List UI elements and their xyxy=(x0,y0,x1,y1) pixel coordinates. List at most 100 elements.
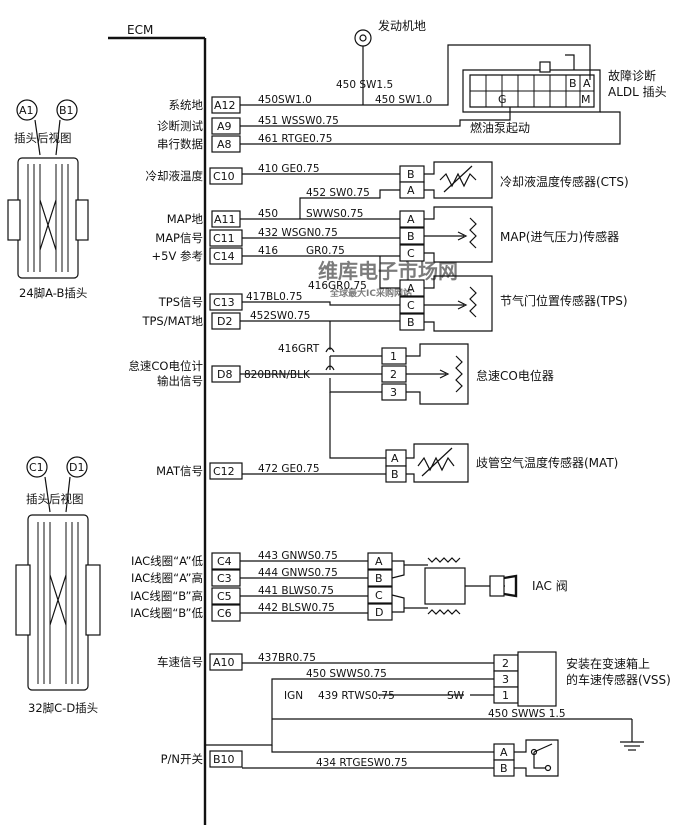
cts-name: 冷却液温度传感器(CTS) xyxy=(500,174,629,189)
wire-432: 432 WSGN0.75 xyxy=(258,227,338,239)
pin-b10: B10 xyxy=(213,753,235,766)
wire-416: 416 xyxy=(258,245,278,257)
engine-ground-label: 发动机地 xyxy=(378,18,426,33)
vss-pin-1: 1 xyxy=(502,689,509,702)
mat-name: 歧管空气温度传感器(MAT) xyxy=(476,455,618,470)
wire-a8-aldl-m xyxy=(240,111,621,145)
wire-a9-aldl xyxy=(240,107,511,127)
wire-5v-tps xyxy=(379,256,400,289)
label-5v-ref: +5V 参考 xyxy=(152,249,203,263)
aldl-pin-b: B xyxy=(569,77,577,90)
iac-pin-a: A xyxy=(375,555,383,568)
iac-pin-c: C xyxy=(375,589,383,602)
wire-pn-ground xyxy=(271,745,494,753)
mark-a1: A1 xyxy=(19,104,34,117)
ground-symbol xyxy=(620,719,644,751)
iac-pin-d: D xyxy=(375,606,383,619)
tps-name: 节气门位置传感器(TPS) xyxy=(500,293,628,308)
label-co-pot: 怠速CO电位计 xyxy=(128,359,203,373)
label-tps-mat-ground: TPS/MAT地 xyxy=(141,314,203,328)
pin-a11: A11 xyxy=(214,213,236,226)
aldl-connector: B A G M xyxy=(462,61,601,113)
wire-441: 441 BLWS0.75 xyxy=(258,585,334,597)
label-map-signal: MAP信号 xyxy=(155,231,203,245)
wire-444: 444 GNWS0.75 xyxy=(258,567,338,579)
map-sensor xyxy=(399,206,493,263)
watermark: 维库电子市场网 全球最大IC采购网站 xyxy=(318,259,458,299)
wire-a12-aldl-a xyxy=(240,44,591,106)
cd-view-label: 插头后视图 xyxy=(26,492,84,506)
wire-437: 437BR0.75 xyxy=(258,652,316,664)
wire-450-map: 450 xyxy=(258,208,278,220)
label-co-output: 输出信号 xyxy=(157,374,203,388)
label-iac-b-high: IAC线圈“B”高 xyxy=(130,589,203,603)
pin-c5: C5 xyxy=(217,590,232,603)
wire-416gr: 416GR0.75 xyxy=(308,280,367,292)
cd-caption: 32脚C-D插头 xyxy=(28,701,98,715)
cts-pin-a: A xyxy=(407,184,415,197)
wire-451: 451 WSSW0.75 xyxy=(258,115,339,127)
mark-b1: B1 xyxy=(59,104,74,117)
watermark-sub: 全球最大IC采购网站 xyxy=(329,287,412,299)
tps-pin-c: C xyxy=(407,299,415,312)
wire-crossover-1 xyxy=(325,347,335,353)
tps-pin-a: A xyxy=(407,282,415,295)
co-pin-2: 2 xyxy=(390,368,397,381)
co-name: 怠速CO电位器 xyxy=(476,368,554,383)
wire-c13-tps xyxy=(242,301,400,306)
wire-416grt-label: 416GRT xyxy=(278,343,320,355)
wire-cts-ground xyxy=(299,189,400,219)
ecm-pin-boxes xyxy=(209,96,243,768)
label-system-ground: 系统地 xyxy=(169,98,204,112)
wire-461: 461 RTGE0.75 xyxy=(258,133,332,145)
co-pin-3: 3 xyxy=(390,386,397,399)
connector-ab: A1 B1 插头后视图 24脚A-B插头 xyxy=(7,99,89,300)
aldl-subtitle: ALDL 插头 xyxy=(608,85,667,99)
pin-c13: C13 xyxy=(213,296,235,309)
vss-name-2: 的车速传感器(VSS) xyxy=(566,672,671,687)
mat-pin-b: B xyxy=(391,468,399,481)
pn-switch xyxy=(493,739,559,777)
wire-450-swws-15: 450 SWWS 1.5 xyxy=(488,708,566,720)
map-pin-b: B xyxy=(407,230,415,243)
wire-450-sw15: 450 SW1.5 xyxy=(336,79,393,91)
wire-swws-map: SWWS0.75 xyxy=(306,208,363,220)
pin-c10: C10 xyxy=(213,170,235,183)
pin-c3: C3 xyxy=(217,572,232,585)
mat-sensor xyxy=(385,443,469,483)
vss-pin-3: 3 xyxy=(502,673,509,686)
label-iac-a-high: IAC线圈“A”高 xyxy=(131,571,203,585)
iac-name: IAC 阀 xyxy=(532,579,568,593)
wire-442: 442 BLSW0.75 xyxy=(258,602,335,614)
pin-c4: C4 xyxy=(217,555,232,568)
pin-a10: A10 xyxy=(213,656,235,669)
label-serial-data: 串行数据 xyxy=(157,137,203,151)
wire-gr075: GR0.75 xyxy=(306,245,345,257)
label-vehicle-speed: 车速信号 xyxy=(157,655,203,669)
pin-a12: A12 xyxy=(214,99,236,112)
pin-a8: A8 xyxy=(217,138,232,151)
wire-443: 443 GNWS0.75 xyxy=(258,550,338,562)
label-pn-switch: P/N开关 xyxy=(161,752,204,766)
watermark-main: 维库电子市场网 xyxy=(318,259,458,283)
engine-ground: 发动机地 xyxy=(354,18,426,105)
label-mat-signal: MAT信号 xyxy=(156,464,203,478)
label-map-ground: MAP地 xyxy=(167,212,204,226)
pin-a9: A9 xyxy=(217,120,232,133)
vss-pin-2: 2 xyxy=(502,657,509,670)
wire-416grt xyxy=(329,321,382,357)
ab-view-label: 插头后视图 xyxy=(14,131,72,145)
label-iac-a-low: IAC线圈“A”低 xyxy=(131,554,203,568)
tps-sensor xyxy=(399,275,493,332)
map-pin-a: A xyxy=(407,213,415,226)
pin-d2: D2 xyxy=(217,315,232,328)
wire-410: 410 GE0.75 xyxy=(258,163,320,175)
wire-452-tps: 452SW0.75 xyxy=(250,310,310,322)
wire-439: 439 RTWS0.75 xyxy=(318,690,395,702)
wire-450-sw10-a: 450SW1.0 xyxy=(258,94,312,106)
connector-cd: C1 D1 插头后视图 32脚C-D插头 xyxy=(15,456,101,715)
mark-c1: C1 xyxy=(29,461,44,474)
iac-pin-b: B xyxy=(375,572,383,585)
wire-vss-ground xyxy=(205,678,494,746)
